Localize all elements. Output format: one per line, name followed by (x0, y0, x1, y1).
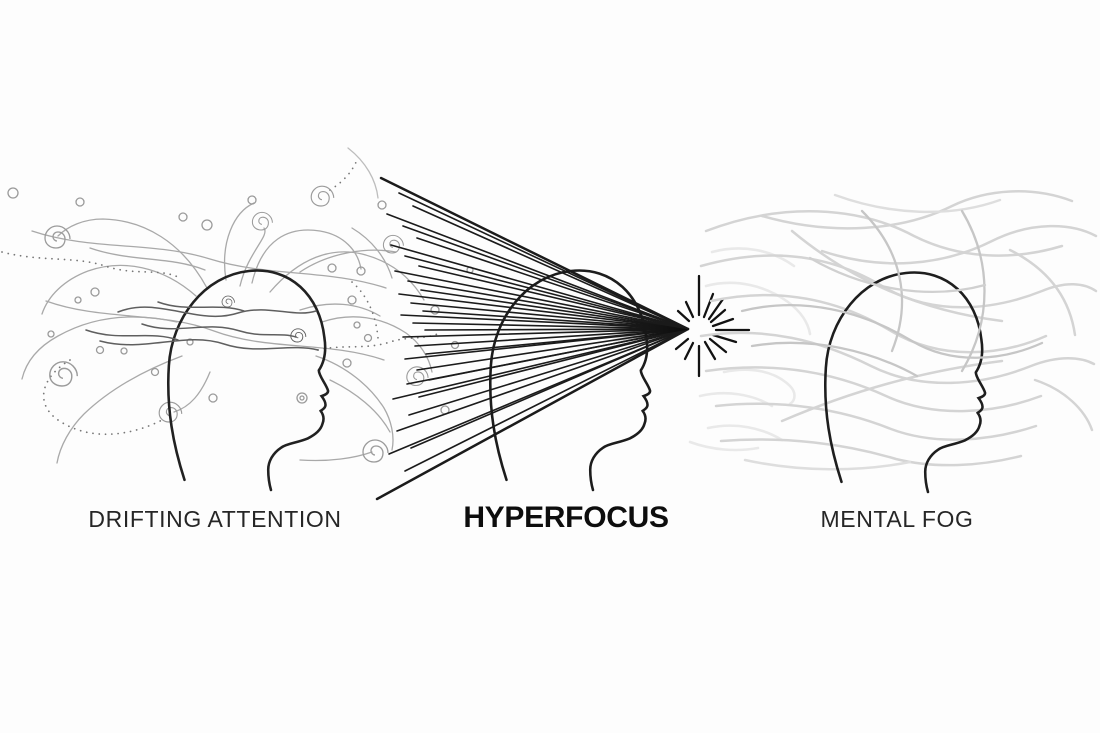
focus-wedge (612, 317, 689, 343)
dotted-trails (1, 159, 441, 436)
circle-nodes (7, 187, 474, 415)
starburst-icon (674, 274, 751, 378)
focus-rays (375, 176, 690, 501)
mental-fog-illustration (699, 190, 1098, 494)
hyperfocus-illustration (375, 176, 812, 501)
fog-strands (699, 190, 1098, 471)
label-mental-fog: MENTAL FOG (820, 506, 974, 532)
fog-strands-front (740, 209, 1044, 378)
drifting-attention-illustration (1, 147, 474, 492)
label-drifting-attention: DRIFTING ATTENTION (88, 506, 342, 532)
head-profile-icon (166, 269, 330, 492)
spiral-icons (44, 185, 429, 463)
faint-curls (688, 247, 812, 452)
label-hyperfocus: HYPERFOCUS (463, 501, 669, 534)
tangle-lines (85, 295, 319, 351)
squiggle-lines (21, 147, 433, 464)
